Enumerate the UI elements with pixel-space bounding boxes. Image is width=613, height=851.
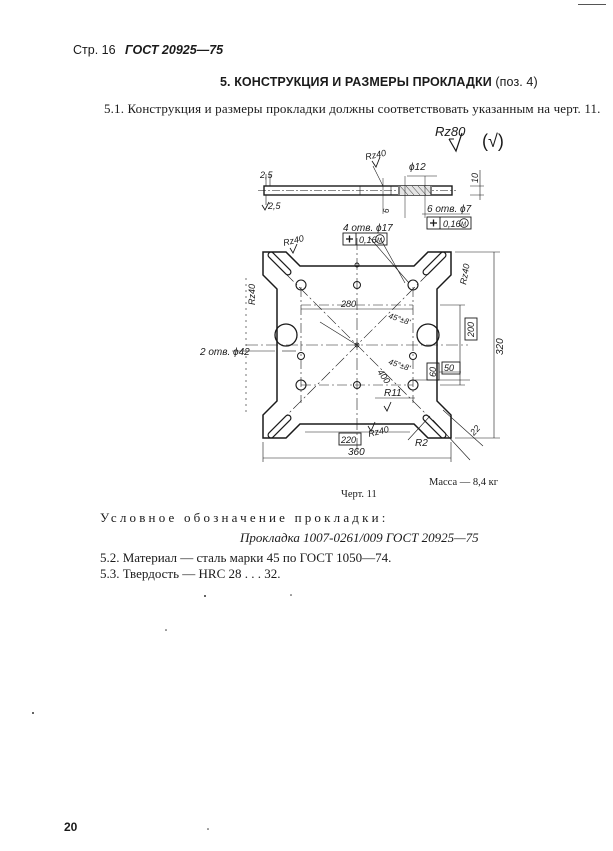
hole-d42-right-icon [416,323,440,347]
hole-d7-top-icon [353,281,361,289]
roughness-symbol-icon [448,132,463,153]
mass-note: Масса — 8,4 кг [429,477,499,488]
corner-scan-mark [578,4,606,5]
dim-50-label: 50 [444,363,454,373]
plan-dimension-lines [232,237,500,462]
chamfer-bottom-label: 2,5 [267,201,282,211]
scan-speck [290,594,292,596]
side-tolerance-value: 0,16 [443,219,461,229]
section-title: 5. КОНСТРУКЦИЯ И РАЗМЕРЫ ПРОКЛАДКИ (поз.… [220,75,538,89]
hole-d17-tr-icon [407,279,419,291]
corner-slot-tl-icon [267,251,292,276]
hole-d7-top-small-icon [354,262,360,268]
rz40-bottom-label: Rz40 [367,424,390,439]
hole-d7-left-icon [297,352,305,360]
side-rz40-symbol-icon [371,156,381,168]
plate-outline [262,251,452,439]
designation-label: Условное обозначение прокладки: [100,510,389,525]
figure-caption: Черт. 11 [341,489,377,500]
frame-60 [426,362,440,381]
dim-220-label: 220 [340,435,356,445]
side-rz40-label: Rz40 [364,148,387,162]
frame-200 [464,317,478,341]
dim-360-label: 360 [348,447,365,458]
plan-plus-icon [346,235,353,243]
side-view [258,165,484,230]
scan-speck [204,595,206,597]
r2-label: R2 [415,438,428,449]
rz40-left-label: Rz40 [247,284,257,305]
clause-5-2: 5.2. Материал — сталь марки 45 по ГОСТ 1… [100,550,392,565]
roughness-check-symbol: (√) [482,131,504,151]
clause-5-1: 5.1. Конструкция и размеры прокладки дол… [104,101,601,116]
page-header: Стр. 16 ГОСТ 20925—75 [73,43,223,57]
d12-label: ϕ12 [409,162,426,173]
dim-22-label: 22 [467,423,482,438]
general-roughness-label: Rz80 [435,124,466,139]
holes-4-label: 4 отв. ϕ17 [343,223,393,234]
section-title-text: 5. КОНСТРУКЦИЯ И РАЗМЕРЫ ПРОКЛАДКИ [220,75,492,89]
hole-d7-right-icon [409,352,417,360]
dim-6-label: 6 [382,208,391,213]
page-label: Стр. 16 [73,43,116,57]
corner-slot-bl-icon [267,414,292,439]
holes-2-label: 2 отв. ϕ42 [199,347,250,358]
page-number: 20 [64,820,78,834]
holes-6-label: 6 отв. ϕ7 [427,204,472,215]
r11-marker-icon [383,401,392,412]
hole-d17-br-icon [407,379,419,391]
rz40-tl-symbol-icon [289,243,298,254]
chamfer-top-label: 2,5 [259,170,274,180]
hole-d17-bl-icon [295,379,307,391]
section-ref: (поз. 4) [495,75,538,89]
rz40-b-symbol-icon [367,421,376,432]
dim-200-label: 200 [466,322,476,338]
hole-d17-tl-icon [295,279,307,291]
corner-slot-tr-icon [422,251,447,276]
scan-speck [32,712,34,714]
scan-speck [165,629,167,631]
thickness-10-label: 10 [470,173,480,183]
r11-label: R11 [384,388,402,399]
dim-400-label: 400 [375,367,392,385]
designation-example: Прокладка 1007-0261/009 ГОСТ 20925—75 [240,530,479,545]
corner-slot-br-icon [422,414,447,439]
side-view-plus-icon [430,219,437,227]
dim-280-label: 280 [340,299,356,309]
rz40-tl-label: Rz40 [282,233,305,248]
hole-d7-bottom-icon [353,381,361,389]
standard-code: ГОСТ 20925—75 [125,43,224,57]
frame-220 [338,432,362,446]
plan-tolerance-modifier: M [377,238,382,244]
dim-320-label: 320 [495,338,506,355]
clause-5-3: 5.3. Твердость — HRC 28 . . . 32. [100,566,281,581]
frame-50 [441,361,461,375]
hole-d42-left-icon [274,323,298,347]
side-chamfer-marker-icon [261,201,270,211]
side-tolerance-modifier: M [461,222,466,228]
rz40-right-label: Rz40 [458,263,471,285]
dim-60-label: 60 [428,367,438,377]
plan-tolerance-frame [342,232,388,246]
angle-lower-label: 45°±8' [387,357,412,373]
angle-upper-label: 45°±8' [387,311,412,327]
plan-tolerance-value: 0,16 [359,235,377,245]
scan-speck [207,828,209,830]
